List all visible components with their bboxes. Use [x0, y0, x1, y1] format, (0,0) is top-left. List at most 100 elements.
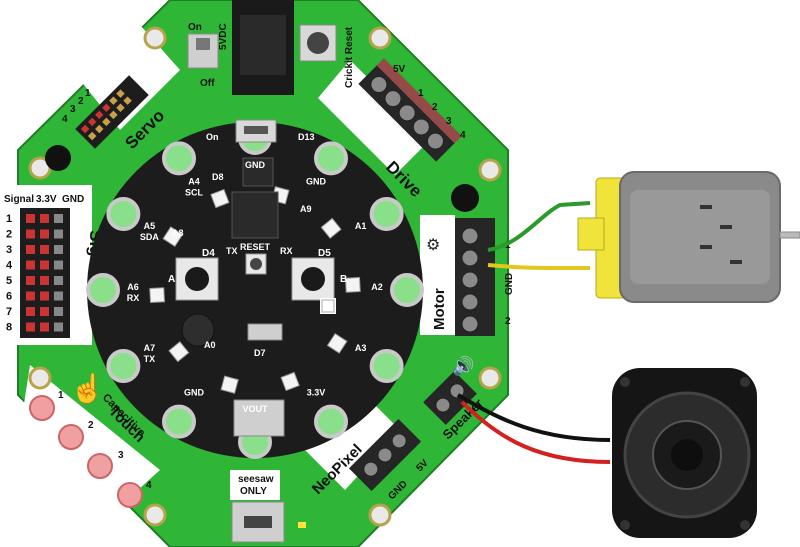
motor-icon: ⚙ — [426, 237, 440, 254]
servo-num-3: 3 — [70, 104, 76, 115]
servo-num-2: 2 — [78, 96, 84, 107]
signal-pin — [40, 276, 49, 285]
drive-terminal-block[interactable] — [358, 58, 462, 162]
neopixel-led — [320, 217, 342, 239]
neopixel-led — [162, 226, 184, 248]
gnd-header-label: GND — [62, 194, 84, 205]
servo-headers[interactable] — [75, 75, 149, 149]
cpx-pad[interactable] — [162, 404, 196, 439]
cpx-pad[interactable] — [162, 141, 196, 176]
signal-row-1: 1 — [6, 213, 12, 225]
crickit-reset-button[interactable] — [299, 24, 337, 62]
cpx-reset-label: RESET — [240, 242, 271, 252]
cpx-pad-label: A2 — [371, 282, 383, 292]
neopixel-terminal-block[interactable] — [348, 418, 422, 492]
cpx-pad-labels: GNDA1A2A33.3VVOUTGNDA7TXA6RXA5SDAA4SCLGN… — [127, 160, 383, 414]
signal-row-7: 7 — [6, 306, 12, 318]
cpx-slide-switch[interactable] — [247, 323, 283, 341]
cpx-pad[interactable] — [369, 197, 404, 231]
signal-row-4: 4 — [6, 260, 13, 272]
signal-header-label: Signal — [4, 194, 34, 205]
speaker-wire-red — [460, 400, 611, 464]
signal-pin — [40, 260, 49, 270]
touch-hand-icon: ☝ — [70, 371, 105, 405]
signal-pin — [26, 291, 35, 301]
drive-capacitor — [451, 184, 479, 212]
cpx-pad-label: VOUT — [242, 404, 268, 414]
cpx-pad-label: A1 — [355, 221, 367, 231]
cpx-a-label: A — [168, 274, 175, 285]
signal-pin — [54, 322, 63, 332]
cpx-speaker — [181, 313, 215, 347]
seesaw-only-label: ONLY — [240, 486, 267, 497]
power-on-label: On — [188, 22, 202, 33]
cpx-pad-label: A7 — [144, 343, 156, 353]
touch-pad-2[interactable] — [58, 424, 84, 450]
neopixel-led — [149, 287, 166, 304]
touch-pad-3[interactable] — [87, 453, 113, 479]
cpx-pad-label: GND — [306, 176, 327, 186]
cpx-pad[interactable] — [86, 273, 120, 307]
neopixel-led — [168, 341, 190, 363]
speaker-icon: 🔊 — [452, 355, 474, 377]
drive-num-1: 1 — [418, 88, 424, 99]
drive-num-2: 2 — [432, 102, 438, 113]
signal-pin — [54, 291, 63, 301]
signal-pin — [26, 322, 35, 332]
neopixel-led — [344, 276, 361, 293]
signal-pin — [40, 291, 49, 301]
cpx-pad-label: A3 — [355, 343, 367, 353]
signal-pin — [54, 307, 63, 316]
servo-capacitor — [45, 145, 71, 171]
cpx-pad[interactable] — [106, 197, 141, 231]
neopixel-led — [326, 332, 348, 354]
touch-pads[interactable] — [29, 395, 143, 508]
touch-pad-4[interactable] — [117, 482, 143, 508]
touch-num-4: 4 — [146, 480, 152, 491]
cpx-pad-label: GND — [184, 388, 205, 398]
cpx-pad-label: 3.3V — [307, 388, 326, 398]
cpx-pad[interactable] — [369, 349, 404, 383]
signal-row-6: 6 — [6, 291, 12, 303]
power-off-label: Off — [200, 78, 215, 89]
dc-motor — [577, 171, 800, 303]
signal-row-8: 8 — [6, 322, 12, 334]
cpx-b-label: B — [340, 274, 347, 285]
neopixel-led — [210, 188, 230, 209]
signal-io-header[interactable] — [20, 208, 70, 338]
cpx-d5-label: D5 — [318, 248, 331, 259]
cpx-pad[interactable] — [390, 273, 424, 307]
vdc-label: 5VDC — [218, 23, 229, 50]
servo-num-4: 4 — [62, 114, 68, 125]
signal-pin — [54, 229, 63, 239]
circuit-playground-board — [87, 122, 423, 458]
drive-5v-label: 5V — [393, 64, 406, 75]
cpx-pad-label: A5 — [144, 221, 156, 231]
cpx-pads — [86, 121, 424, 459]
seesaw-label: seesaw — [238, 474, 274, 485]
cpx-battery-connector — [233, 399, 285, 437]
touch-num-3: 3 — [118, 450, 124, 461]
touch-num-1: 1 — [58, 390, 64, 401]
cpx-tx-label: TX — [226, 246, 238, 256]
cpx-pad[interactable] — [314, 141, 348, 176]
signal-pin — [54, 276, 63, 285]
motor-num-2: 2 — [505, 316, 511, 327]
neopixel-led — [280, 371, 300, 392]
cpx-d8-label: D8 — [212, 172, 224, 182]
status-led — [298, 522, 306, 528]
cpx-pad-sublabel: SDA — [140, 232, 160, 242]
cpx-pad[interactable] — [106, 349, 141, 383]
crickit-reset-label: Crickit Reset — [344, 26, 355, 88]
signal-pin — [26, 245, 35, 254]
signal-pin — [40, 322, 49, 332]
cpx-d4-label: D4 — [202, 248, 215, 259]
cpx-pad-label: GND — [245, 160, 266, 170]
cpx-pad-sublabel: SCL — [185, 187, 204, 197]
cpx-pad-label: A4 — [188, 176, 200, 186]
cpx-d7-label: D7 — [254, 348, 266, 358]
cpx-pad[interactable] — [314, 404, 348, 439]
signal-pin — [26, 260, 35, 270]
touch-pad-1[interactable] — [29, 395, 55, 421]
